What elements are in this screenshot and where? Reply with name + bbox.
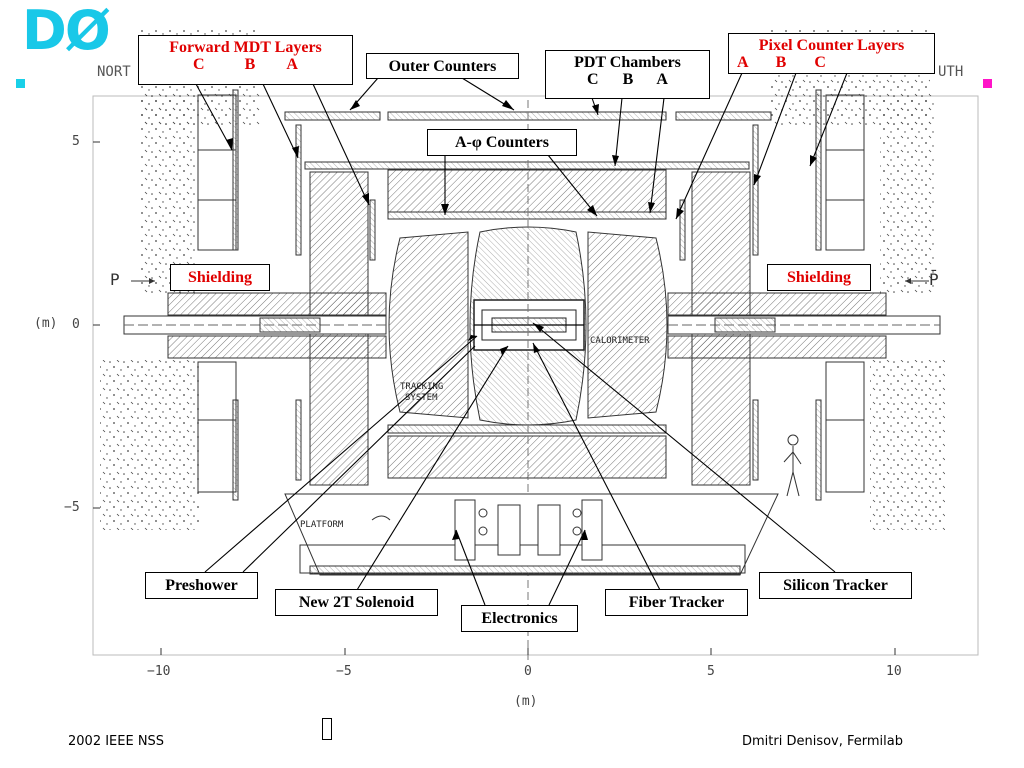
y-tick-minus5: −5: [64, 500, 80, 515]
a-phi-counter-bar: [387, 211, 667, 220]
pdt-chambers-label: PDT Chambers C B A: [545, 50, 710, 99]
platform: [284, 493, 779, 576]
shielding-block-west: [167, 292, 387, 316]
system-text: SYSTEM: [405, 393, 438, 403]
human-figure: [783, 434, 802, 497]
tracking-text: TRACKING: [400, 382, 444, 392]
south-label: UTH: [938, 64, 964, 80]
footer-left: 2002 IEEE NSS: [68, 734, 165, 749]
shielding-block-east-low: [667, 335, 887, 359]
pixel-counter-title: Pixel Counter Layers: [758, 37, 905, 54]
y-tick-5: 5: [72, 134, 80, 149]
pbar-beam-label: P̄: [929, 270, 939, 289]
pixel-counter-layers: A B C: [737, 54, 826, 71]
pdt-chambers-title: PDT Chambers: [574, 54, 681, 71]
lower-bar: [387, 424, 667, 434]
y-tick-0: 0: [72, 317, 80, 332]
silicon-tracker-label: Silicon Tracker: [759, 572, 912, 599]
concrete-wall-w-upper: [140, 95, 195, 295]
x-tick-minus10: −10: [147, 664, 171, 679]
footer-right: Dmitri Denisov, Fermilab: [742, 734, 904, 749]
shielding-block-west-low: [167, 335, 387, 359]
electronics-label: Electronics: [461, 605, 578, 632]
x-tick-10: 10: [886, 664, 902, 679]
forward-mdt-label: Forward MDT Layers C B A: [138, 35, 353, 85]
calorimeter-east: [587, 231, 668, 419]
north-label: NORT: [97, 64, 131, 80]
mdt-frame-east: [825, 94, 865, 251]
pdt-chambers-layers: C B A: [587, 71, 668, 88]
upper-iron: [387, 169, 667, 213]
preshower-label: Preshower: [145, 572, 258, 599]
outer-counter-bar-center: [387, 111, 667, 121]
y-axis-label: (m): [34, 316, 58, 331]
plot-frame: [92, 95, 979, 656]
forward-mdt-title: Forward MDT Layers: [169, 39, 322, 56]
fiber-tracker-label: Fiber Tracker: [605, 589, 748, 616]
outer-counter-bar-right: [675, 111, 772, 121]
pixel-counter-label: Pixel Counter Layers A B C: [728, 33, 935, 74]
outer-counter-bar-left: [284, 111, 381, 121]
concrete-wall-w-lower: [100, 360, 200, 530]
accent-square-left: [16, 79, 25, 88]
lower-iron: [387, 435, 667, 479]
concrete-wall-e-upper: [880, 95, 935, 295]
calorimeter-text: CALORIMETER: [590, 336, 650, 346]
platform-text: PLATFORM: [300, 520, 344, 530]
x-tick-0: 0: [524, 664, 532, 679]
outer-counters-label: Outer Counters: [366, 53, 519, 79]
forward-mdt-layers: C B A: [193, 56, 298, 73]
x-axis-label: (m): [514, 694, 538, 709]
mdt-frame-west-lower: [197, 361, 237, 493]
a-phi-counters-label: A-φ Counters: [427, 129, 577, 156]
x-tick-5: 5: [707, 664, 715, 679]
x-tick-minus5: −5: [336, 664, 352, 679]
pdt-chamber-bar-c: [304, 161, 750, 170]
shielding-right-label: Shielding: [767, 264, 871, 291]
mdt-frame-east-lower: [825, 361, 865, 493]
d0-logo: DØ: [22, 0, 111, 62]
shielding-left-label: Shielding: [170, 264, 270, 291]
new-solenoid-label: New 2T Solenoid: [275, 589, 438, 616]
shielding-block-east: [667, 292, 887, 316]
accent-square-right: [983, 79, 992, 88]
p-beam-label: P: [110, 270, 120, 289]
footer-placeholder-glyph: [322, 718, 332, 740]
concrete-wall-e-lower: [870, 360, 945, 530]
